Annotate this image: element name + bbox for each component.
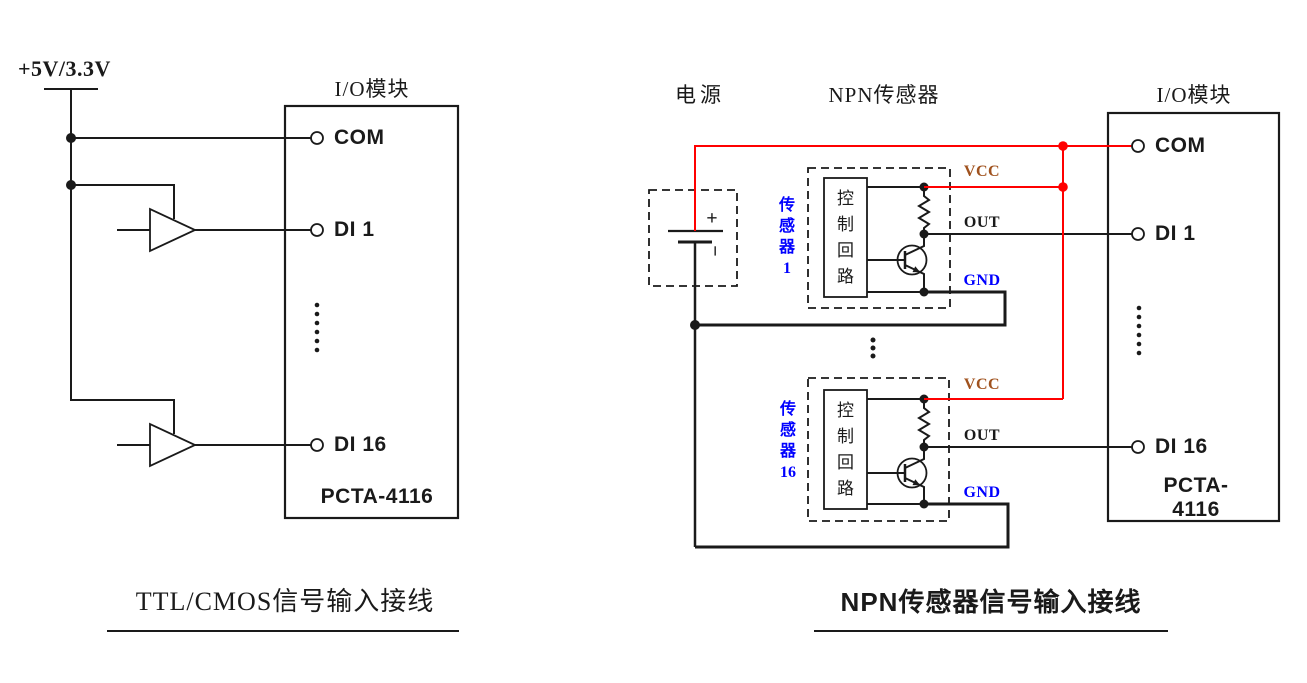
npn-terminal-com: COM (1155, 133, 1206, 157)
sensor-16-vcc-label: VCC (963, 375, 1001, 393)
power-supply-dashed-box (648, 189, 738, 287)
sensor-1-control-circuit-label: 控 制 回 路 (837, 189, 854, 286)
npn-diagram-graphics (648, 111, 1281, 632)
sensor16-emitter-arrow (912, 479, 921, 486)
ttl-module-title: I/O模块 (334, 76, 410, 101)
ttl-terminal-com: COM (334, 125, 385, 149)
buffer-2-triangle (149, 422, 198, 468)
ttl-diagram-caption: TTL/CMOS信号输入接线 (135, 587, 435, 617)
battery-minus-sign: − (703, 245, 726, 257)
npn-module-model: PCTA-4116 (1163, 473, 1229, 521)
buffer-1-triangle (149, 207, 198, 253)
junction-dots (690, 182, 929, 509)
sensor-1-vcc-label: VCC (963, 162, 1001, 180)
ttl-terminal-di1: DI 1 (334, 217, 375, 241)
module-ellipsis-dots (314, 302, 320, 353)
ttl-terminal-di16: DI 16 (334, 432, 387, 456)
battery-plus-sign: + (706, 207, 718, 230)
terminal-circles (310, 131, 324, 452)
sensor-16-control-circuit-label: 控 制 回 路 (837, 401, 854, 498)
sensor-16-dashed-box (807, 377, 950, 522)
supply-voltage-label: +5V/3.3V (18, 56, 111, 81)
buffer1-feed-wire (71, 184, 175, 219)
com-terminal-circle (1131, 139, 1145, 153)
sensor-1-dashed-box (807, 167, 951, 309)
npn-diagram-caption: NPN传感器信号输入接线 (840, 587, 1142, 618)
npn-terminal-di1: DI 1 (1155, 221, 1196, 245)
di16-terminal-circle (1131, 440, 1145, 454)
di1-terminal-circle (310, 223, 324, 237)
buffer2-feed-wire (70, 185, 175, 434)
sensor-1-label: 传 感 器 1 (778, 197, 796, 277)
sensor-16-gnd-label: GND (963, 483, 1001, 501)
sensor-1-out-label: OUT (963, 213, 1001, 231)
sensor-1-resistor (917, 187, 931, 234)
sensor-16-control-box (823, 389, 868, 510)
sensor-ellipsis-dots (870, 337, 876, 359)
sensor16-emitter (904, 477, 925, 504)
sensor-1-gnd-label: GND (963, 271, 1001, 289)
sensor1-emitter-arrow (912, 266, 921, 273)
power-supply-label: 电源 (675, 82, 725, 107)
sensor-16-resistor (917, 399, 931, 447)
sensor-16-label: 传 感 器 16 (779, 401, 797, 481)
io-module-box (283, 104, 460, 520)
com-terminal-circle (310, 131, 324, 145)
red-junction-dots (1058, 141, 1068, 192)
sensor-16-out-label: OUT (963, 426, 1001, 444)
di16-terminal-circle (310, 438, 324, 452)
module-ellipsis-dots (1136, 305, 1142, 356)
sensor16-gnd-return-wire (695, 502, 1010, 549)
npn-sensor-header: NPN传感器 (828, 82, 940, 107)
terminal-circles (1131, 139, 1145, 454)
sensor-1-control-box (823, 177, 868, 298)
ttl-module-model: PCTA-4116 (320, 484, 434, 508)
sensor1-gnd-return-wire (695, 290, 1007, 327)
battery-to-com-red-wire (694, 145, 1132, 231)
ttl-diagram-graphics (44, 88, 460, 632)
io-module-box (1106, 111, 1281, 523)
junction-dots (66, 133, 76, 190)
npn-terminal-di16: DI 16 (1155, 434, 1208, 458)
sensor1-emitter (904, 264, 925, 292)
npn-module-title: I/O模块 (1156, 82, 1232, 107)
di1-terminal-circle (1131, 227, 1145, 241)
